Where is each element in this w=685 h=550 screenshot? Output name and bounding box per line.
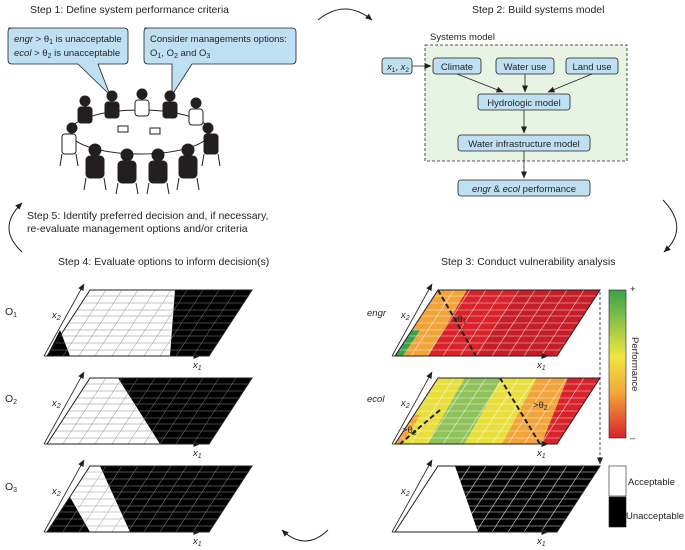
engr-threshold-line: [437, 289, 477, 357]
step1-title: Step 1: Define system performance criter…: [30, 4, 229, 16]
systems-model-title: Systems model: [430, 32, 495, 43]
options-bubble-line1: Consider managements options:: [150, 34, 287, 45]
option-labels: O1 O2 O3: [5, 306, 17, 494]
climate-box: Climate: [432, 57, 482, 75]
svg-text:x1, x2: x1, x2: [386, 62, 409, 74]
step4-axis-labels: x2 x1 x2 x1 x2 x1: [51, 310, 202, 548]
combined-acceptability-map: [394, 465, 601, 533]
legend-acceptable: Acceptable: [628, 477, 675, 488]
step4-axes: [43, 283, 201, 535]
svg-text:engr > θ1 is unacceptable: engr > θ1 is unacceptable: [14, 34, 122, 46]
ecol-label: ecol: [367, 394, 385, 405]
performance-legend-label: Performance: [629, 337, 640, 391]
systems-model-connectors: [412, 63, 593, 179]
svg-text:x2: x2: [400, 486, 410, 498]
svg-text:Land use: Land use: [572, 62, 611, 73]
svg-text:Water use: Water use: [504, 62, 547, 73]
ecol-threshold-line-right: [499, 377, 541, 445]
step3-title: Step 3: Conduct vulnerability analysis: [441, 256, 616, 268]
ecol-threshold-line-left: [399, 409, 441, 445]
svg-text:x1: x1: [536, 448, 546, 460]
cycle-arrow-step3-to-step4: [281, 529, 329, 542]
svg-text:O1, O2 and O3: O1, O2 and O3: [150, 48, 210, 60]
svg-text:Water infrastructure model: Water infrastructure model: [468, 139, 580, 150]
cycle-arrow-step2-to-step3: [662, 199, 678, 253]
hydrologic-model-box: Hydrologic model: [477, 93, 571, 111]
svg-text:x2: x2: [51, 310, 61, 322]
engr-label: engr: [367, 308, 387, 319]
systems-model-panel: Systems model x1, x2 Climate Water use L…: [381, 32, 628, 197]
criteria-ecol-var: ecol: [14, 48, 32, 59]
combined-grid-lines: [399, 465, 596, 533]
o3-grid-lines: [51, 465, 248, 533]
svg-text:x1: x1: [192, 448, 202, 460]
option-o1-label: O1: [5, 306, 17, 319]
svg-text:>θ1: >θ1: [452, 314, 467, 326]
performance-output-box: engr & ecol performance: [457, 179, 591, 197]
criteria-engr-var: engr: [14, 34, 34, 45]
stakeholder-meeting-illustration: [59, 88, 221, 195]
svg-text:>θ2: >θ2: [533, 400, 548, 412]
svg-text:x1: x1: [536, 536, 546, 548]
step5-title-line2: re-evaluate management options and/or cr…: [27, 223, 248, 235]
step3-axes: [391, 283, 549, 535]
options-bubble: Consider managements options: O1, O2 and…: [143, 27, 297, 97]
svg-text:engr & ecol performance: engr & ecol performance: [472, 184, 576, 195]
o1-grid-lines: [51, 289, 248, 357]
svg-text:Climate: Climate: [441, 62, 473, 73]
performance-legend-plus: +: [630, 284, 636, 295]
step4-title: Step 4: Evaluate options to inform decis…: [58, 256, 269, 268]
svg-text:x2: x2: [400, 398, 410, 410]
svg-text:x2: x2: [400, 310, 410, 322]
step3-axis-labels: x2 x1 x2 x1 x2 x1: [400, 310, 546, 548]
engr-vulnerability-map: >θ1 engr: [367, 289, 601, 357]
svg-text:x2: x2: [51, 398, 61, 410]
o2-grid-lines: [51, 377, 248, 445]
ecol-vulnerability-map: >θ2 >θ2 ecol: [367, 377, 601, 445]
cycle-arrow-step4-to-step5: [8, 202, 23, 253]
svg-text:x1: x1: [192, 360, 202, 372]
svg-text:Hydrologic model: Hydrologic model: [487, 98, 560, 109]
land-use-box: Land use: [565, 57, 619, 75]
svg-text:ecol > θ2 is unacceptable: ecol > θ2 is unacceptable: [14, 48, 120, 60]
water-infrastructure-model-box: Water infrastructure model: [457, 134, 591, 152]
performance-legend: + – Performance: [608, 284, 640, 444]
water-use-box: Water use: [495, 57, 555, 75]
option-o2-label: O2: [5, 393, 17, 406]
ecol-grid-lines: [399, 377, 596, 445]
option-o2-map: [46, 377, 253, 445]
option-o3-label: O3: [5, 481, 17, 494]
step2-title: Step 2: Build systems model: [472, 4, 604, 16]
step5-title-line1: Step 5: Identify preferred decision and,…: [27, 210, 268, 222]
cycle-arrow-step1-to-step2: [317, 8, 373, 21]
svg-text:>θ2: >θ2: [402, 425, 417, 437]
option-o3-map: [46, 465, 253, 533]
svg-text:x2: x2: [51, 486, 61, 498]
acceptability-legend: Acceptable Unacceptable: [608, 465, 684, 528]
performance-legend-minus: –: [630, 433, 636, 444]
engr-grid-lines: [399, 289, 596, 357]
input-box: x1, x2: [381, 57, 413, 75]
svg-text:x1: x1: [536, 360, 546, 372]
svg-text:x1: x1: [192, 536, 202, 548]
criteria-bubble: engr > θ1 is unacceptable ecol > θ2 is u…: [7, 27, 129, 96]
option-o1-map: [46, 289, 253, 357]
legend-unacceptable: Unacceptable: [626, 511, 684, 522]
